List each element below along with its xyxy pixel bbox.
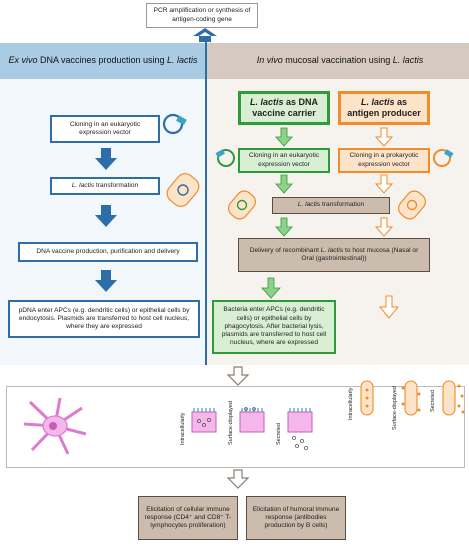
gray-down-arrow-icon (226, 469, 250, 489)
cell-label-secreted: Secreted (276, 422, 282, 445)
blue-down-arrow-icon (95, 270, 117, 292)
dna-vaccine-carrier-box: L. lactis as DNA vaccine carrier (238, 91, 330, 125)
bacterium-with-plasmid-icon (228, 190, 256, 220)
effects-panel (6, 386, 465, 468)
humoral-response-box: Elicitation of humoral immune response (… (246, 496, 346, 540)
left-title-species: L. lactis (167, 55, 198, 66)
shared-transformation-text: transformation (320, 201, 365, 209)
orange-cloning-box: Cloning in a prokaryotic expression vect… (338, 148, 430, 173)
right-title-text: mucosal vaccination using (282, 55, 393, 66)
bacterium-with-plasmid-icon (398, 190, 426, 220)
cellular-response-box: Elicitation of cellular immune response … (138, 496, 238, 540)
right-title-italic: In vivo (256, 55, 283, 66)
left-title-italic: Ex vivo (8, 55, 38, 66)
green-down-arrow-icon (275, 174, 293, 194)
producer-italic: L. lactis (360, 96, 395, 107)
left-transformation-italic: L. lactis (71, 181, 95, 189)
left-transformation-text: transformation (94, 181, 139, 189)
blue-down-arrow-icon (95, 148, 117, 170)
delivery-italic: L. lactis (320, 246, 344, 254)
antigen-producer-box: L. lactis as antigen producer (338, 91, 430, 125)
bidirectional-arrow-icon (193, 28, 217, 42)
plasmid-icon (433, 149, 454, 167)
left-panel-header-bg (0, 43, 206, 79)
orange-down-arrow-icon (374, 217, 394, 237)
cell-label-intracellularly: Intracellularly (180, 412, 186, 445)
panel-divider (205, 36, 207, 365)
delivery-post: to host mucosa (Nasal or Oral (gastroint… (301, 246, 419, 262)
bacteria-label-secreted: Secreted (430, 389, 436, 412)
pdna-enter-apcs-box: pDNA enter APCs (e.g. dendritic cells) o… (8, 300, 200, 338)
bacteria-enter-apcs-box: Bacteria enter APCs (e.g. dendritic cell… (212, 300, 336, 354)
green-down-arrow-icon (261, 277, 281, 299)
pcr-amplification-box: PCR amplification or synthesis of antige… (146, 3, 258, 28)
blue-down-arrow-icon (95, 205, 117, 227)
bacterium-with-plasmid-icon (166, 173, 200, 207)
left-cloning-box: Cloning in an eukaryotic expression vect… (50, 115, 160, 143)
right-panel-title: In vivo mucosal vaccination using L. lac… (250, 44, 430, 78)
producer-text: as antigen producer (347, 96, 421, 118)
delivery-pre: Delivery of recombinant (249, 246, 321, 254)
green-cloning-box: Cloning in an eukaryotic expression vect… (238, 148, 330, 173)
plasmid-icon (162, 113, 187, 135)
shared-transformation-box: L. lactis transformation (272, 197, 390, 214)
right-panel-header-bg (206, 43, 469, 79)
bacterium-icon (401, 380, 421, 416)
orange-down-arrow-icon (378, 295, 400, 319)
left-panel-title: Ex vivo DNA vaccines production using L.… (2, 44, 204, 78)
bacterium-icon (360, 380, 374, 416)
dna-vaccine-production-box: DNA vaccine production, purification and… (18, 242, 198, 262)
delivery-to-mucosa-box: Delivery of recombinant L. lactis to hos… (238, 238, 430, 272)
bacteria-label-surface-displayed: Surface-displayed (392, 385, 398, 430)
bacterium-icon (442, 380, 465, 416)
orange-down-arrow-icon (374, 127, 394, 147)
green-down-arrow-icon (275, 217, 293, 237)
dendritic-cell-icon (23, 397, 87, 455)
shared-transformation-italic: L. lactis (297, 201, 321, 209)
epithelial-cell-icon (287, 408, 313, 450)
carrier-text: as DNA vaccine carrier (252, 96, 319, 118)
left-title-text: DNA vaccines production using (37, 55, 168, 66)
cell-label-surface-displayed: Surface-displayed (228, 400, 234, 445)
right-title-species: L. lactis (392, 55, 424, 66)
gray-down-arrow-icon (226, 366, 250, 386)
orange-down-arrow-icon (374, 174, 394, 194)
left-transformation-box: L. lactis transformation (50, 177, 160, 195)
epithelial-cell-icon (239, 407, 265, 433)
bacteria-label-intracellularly: Intracellularly (348, 387, 354, 420)
green-down-arrow-icon (275, 127, 293, 147)
epithelial-cell-icon (191, 408, 217, 433)
plasmid-icon (215, 149, 235, 167)
carrier-italic: L. lactis (249, 96, 284, 107)
